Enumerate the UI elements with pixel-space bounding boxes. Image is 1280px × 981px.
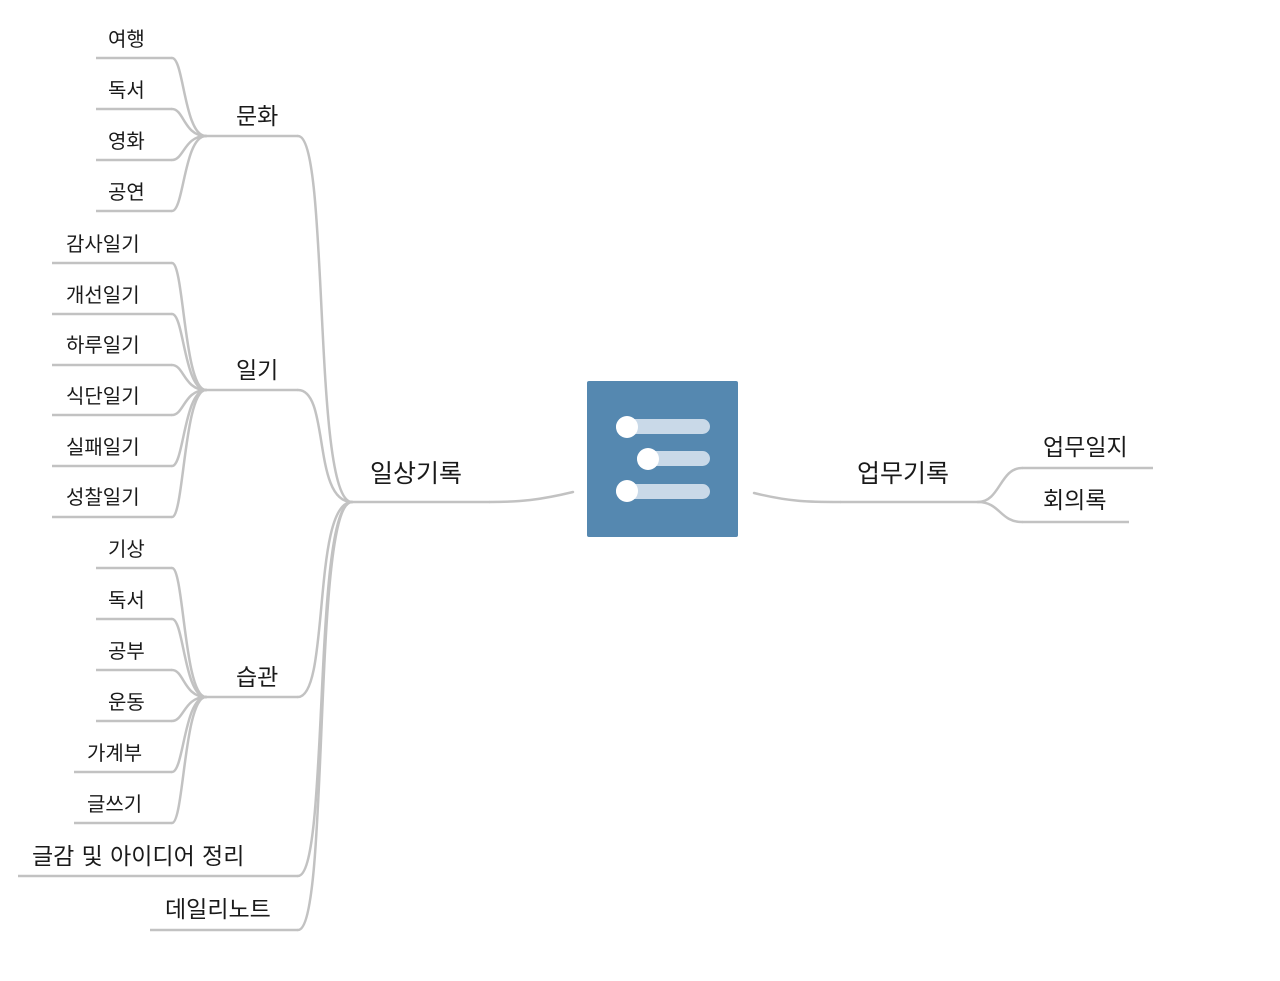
edge-root-left	[488, 490, 575, 504]
edge-diary-reflection	[170, 388, 208, 519]
branch-daily-record[interactable]: 일상기록	[352, 459, 490, 504]
leaf-label: 성찰일기	[66, 485, 140, 509]
leaf-label: 기상	[108, 537, 145, 561]
leaf-label: 식단일기	[66, 384, 140, 408]
edge-habit-wakeup	[170, 566, 208, 699]
edge-diary-gratitude	[170, 261, 208, 392]
leaf-study[interactable]: 공부	[96, 639, 172, 672]
edge-daily-habit	[296, 500, 354, 699]
edge-diary-improve	[170, 312, 208, 392]
leaf-label: 여행	[108, 27, 145, 51]
leaf-label: 독서	[108, 588, 145, 612]
leaf-daily-diary[interactable]: 하루일기	[52, 333, 172, 367]
branch-label: 일상기록	[370, 459, 462, 488]
edge-habit-writing	[170, 695, 208, 825]
leaf-label: 공부	[108, 639, 145, 663]
node-culture[interactable]: 문화	[206, 104, 298, 138]
leaf-work-log[interactable]: 업무일지	[1022, 435, 1153, 470]
node-ideas[interactable]: 글감 및 아이디어 정리	[18, 844, 298, 878]
leaf-failure-diary[interactable]: 실패일기	[52, 435, 172, 468]
leaf-show[interactable]: 공연	[96, 180, 172, 213]
node-label: 일기	[236, 358, 278, 384]
node-label: 데일리노트	[165, 897, 271, 923]
leaf-improvement-diary[interactable]: 개선일기	[52, 283, 172, 316]
leaf-label: 감사일기	[66, 232, 140, 256]
leaf-writing[interactable]: 글쓰기	[74, 792, 172, 825]
edge-work-minutes	[976, 500, 1024, 524]
leaf-label: 회의록	[1043, 488, 1106, 514]
branch-work-record[interactable]: 업무기록	[840, 459, 978, 504]
leaf-diet-diary[interactable]: 식단일기	[52, 384, 172, 417]
node-label: 문화	[236, 104, 278, 130]
node-diary[interactable]: 일기	[206, 358, 298, 392]
leaf-exercise[interactable]: 운동	[96, 690, 172, 723]
edge-work-log	[976, 466, 1024, 504]
edge-daily-culture	[296, 134, 354, 504]
leaf-budget[interactable]: 가계부	[74, 741, 172, 774]
leaf-gratitude-diary[interactable]: 감사일기	[52, 232, 172, 265]
node-label: 글감 및 아이디어 정리	[32, 844, 244, 870]
leaf-label: 개선일기	[66, 283, 140, 307]
edge-root-right	[752, 491, 842, 504]
edge-habit-reading	[170, 617, 208, 699]
node-label: 습관	[236, 665, 278, 691]
node-daily-note[interactable]: 데일리노트	[150, 897, 298, 932]
leaf-label: 글쓰기	[87, 792, 142, 816]
leaf-habit-reading[interactable]: 독서	[96, 588, 172, 621]
leaf-label: 공연	[108, 180, 145, 204]
edge-culture-travel	[170, 56, 208, 138]
leaf-reading[interactable]: 독서	[96, 78, 172, 111]
leaf-label: 하루일기	[66, 333, 140, 357]
leaf-label: 영화	[108, 129, 145, 153]
mind-map-list-icon	[616, 416, 710, 502]
leaf-label: 독서	[108, 78, 145, 102]
node-habit[interactable]: 습관	[206, 665, 298, 699]
leaf-label: 실패일기	[66, 435, 140, 459]
leaf-movie[interactable]: 영화	[96, 129, 172, 162]
leaf-label: 업무일지	[1043, 435, 1128, 461]
leaf-label: 운동	[108, 690, 145, 714]
leaf-meeting-minutes[interactable]: 회의록	[1022, 488, 1129, 524]
leaf-label: 가계부	[87, 741, 142, 765]
leaf-wakeup[interactable]: 기상	[96, 537, 172, 570]
edge-daily-diary	[296, 388, 354, 504]
edge-daily-dailynote	[296, 500, 354, 932]
branch-label: 업무기록	[857, 459, 949, 488]
leaf-reflection-diary[interactable]: 성찰일기	[52, 485, 172, 519]
edge-culture-show	[170, 134, 208, 213]
leaf-travel[interactable]: 여행	[96, 27, 172, 60]
root-node[interactable]	[587, 381, 738, 537]
edge-daily-ideas	[296, 500, 354, 878]
